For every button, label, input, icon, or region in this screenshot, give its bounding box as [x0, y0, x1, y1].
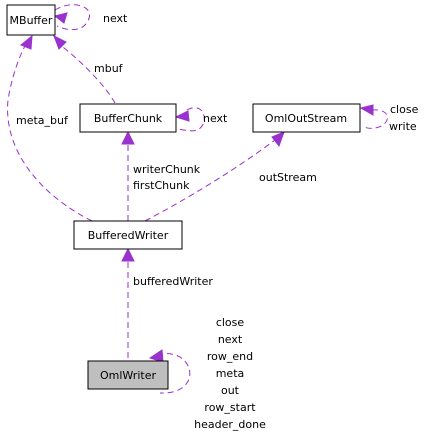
edge-label-meta-buf: meta_buf: [16, 114, 69, 127]
edge-label-omlwriter-meta: meta: [216, 367, 245, 380]
edge-label-bufferedwriter: bufferedWriter: [133, 275, 213, 288]
edge-label-omlwriter-row-end: row_end: [207, 350, 253, 363]
node-label-omlwriter: OmlWriter: [100, 369, 156, 382]
edge-label-omlwriter-out: out: [221, 384, 240, 397]
node-mbuffer[interactable]: MBuffer: [6, 4, 56, 36]
edge-label-mbuf: mbuf: [94, 62, 124, 75]
edge-omloutstream-self: close write: [359, 103, 419, 133]
edge-bufferedwriter: bufferedWriter: [121, 247, 213, 358]
edge-label-omlwriter-close: close: [216, 316, 245, 329]
edge-label-omlwriter-next: next: [218, 333, 243, 346]
node-bufferchunk[interactable]: BufferChunk: [79, 103, 177, 133]
edge-meta-buf: meta_buf: [7, 34, 93, 222]
edge-label-outstream: outStream: [259, 171, 317, 184]
node-omloutstream[interactable]: OmlOutStream: [252, 103, 361, 133]
edge-outstream: outStream: [144, 131, 317, 222]
node-label-bufferedwriter: BufferedWriter: [88, 229, 169, 242]
edge-label-omloutstream-close: close: [390, 103, 419, 116]
node-omlwriter[interactable]: OmlWriter: [87, 360, 169, 390]
node-label-mbuffer: MBuffer: [10, 14, 53, 27]
node-bufferedwriter[interactable]: BufferedWriter: [73, 220, 183, 250]
edge-bufferchunk-next: next: [174, 107, 228, 132]
edge-label-firstchunk: firstChunk: [133, 179, 190, 192]
edge-label-omlwriter-header-done: header_done: [194, 418, 266, 431]
edge-label-mbuffer-next: next: [103, 12, 128, 25]
node-label-omloutstream: OmlOutStream: [265, 112, 347, 125]
edge-writerchunk: writerChunk firstChunk: [121, 130, 201, 221]
node-label-bufferchunk: BufferChunk: [94, 112, 163, 125]
edge-mbuf: mbuf: [53, 34, 124, 104]
edge-label-bufferchunk-next: next: [203, 112, 228, 125]
edge-label-omloutstream-write: write: [389, 120, 417, 133]
edge-omlwriter-self: close next row_end meta out row_start he…: [148, 316, 266, 431]
edge-label-writerchunk: writerChunk: [133, 163, 201, 176]
edge-label-omlwriter-row-start: row_start: [204, 401, 256, 414]
edge-mbuffer-next: next: [53, 4, 128, 31]
